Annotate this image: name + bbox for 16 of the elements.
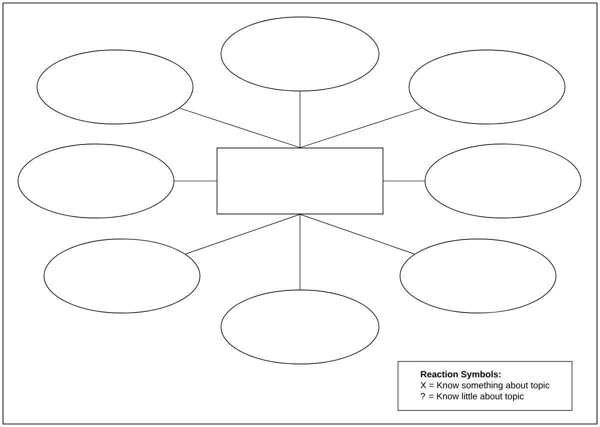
ellipse-shape — [44, 238, 200, 314]
legend-box: Reaction Symbols: X = Know something about topic ? = Know little about topic — [398, 361, 572, 411]
connector-line — [179, 108, 300, 148]
connector-line — [174, 180, 217, 182]
center-box — [216, 148, 384, 214]
ellipse-shape — [18, 144, 174, 218]
connector-line — [300, 108, 423, 148]
ellipse-shape — [36, 50, 194, 124]
ellipse-shape — [220, 16, 380, 92]
connector-line — [383, 180, 425, 182]
connector-line — [300, 214, 415, 254]
connector-line — [185, 214, 300, 254]
ellipse-shape — [424, 144, 582, 218]
ellipse-shape — [400, 238, 556, 314]
ellipse-shape — [220, 290, 380, 364]
ellipse-shape — [408, 50, 566, 124]
